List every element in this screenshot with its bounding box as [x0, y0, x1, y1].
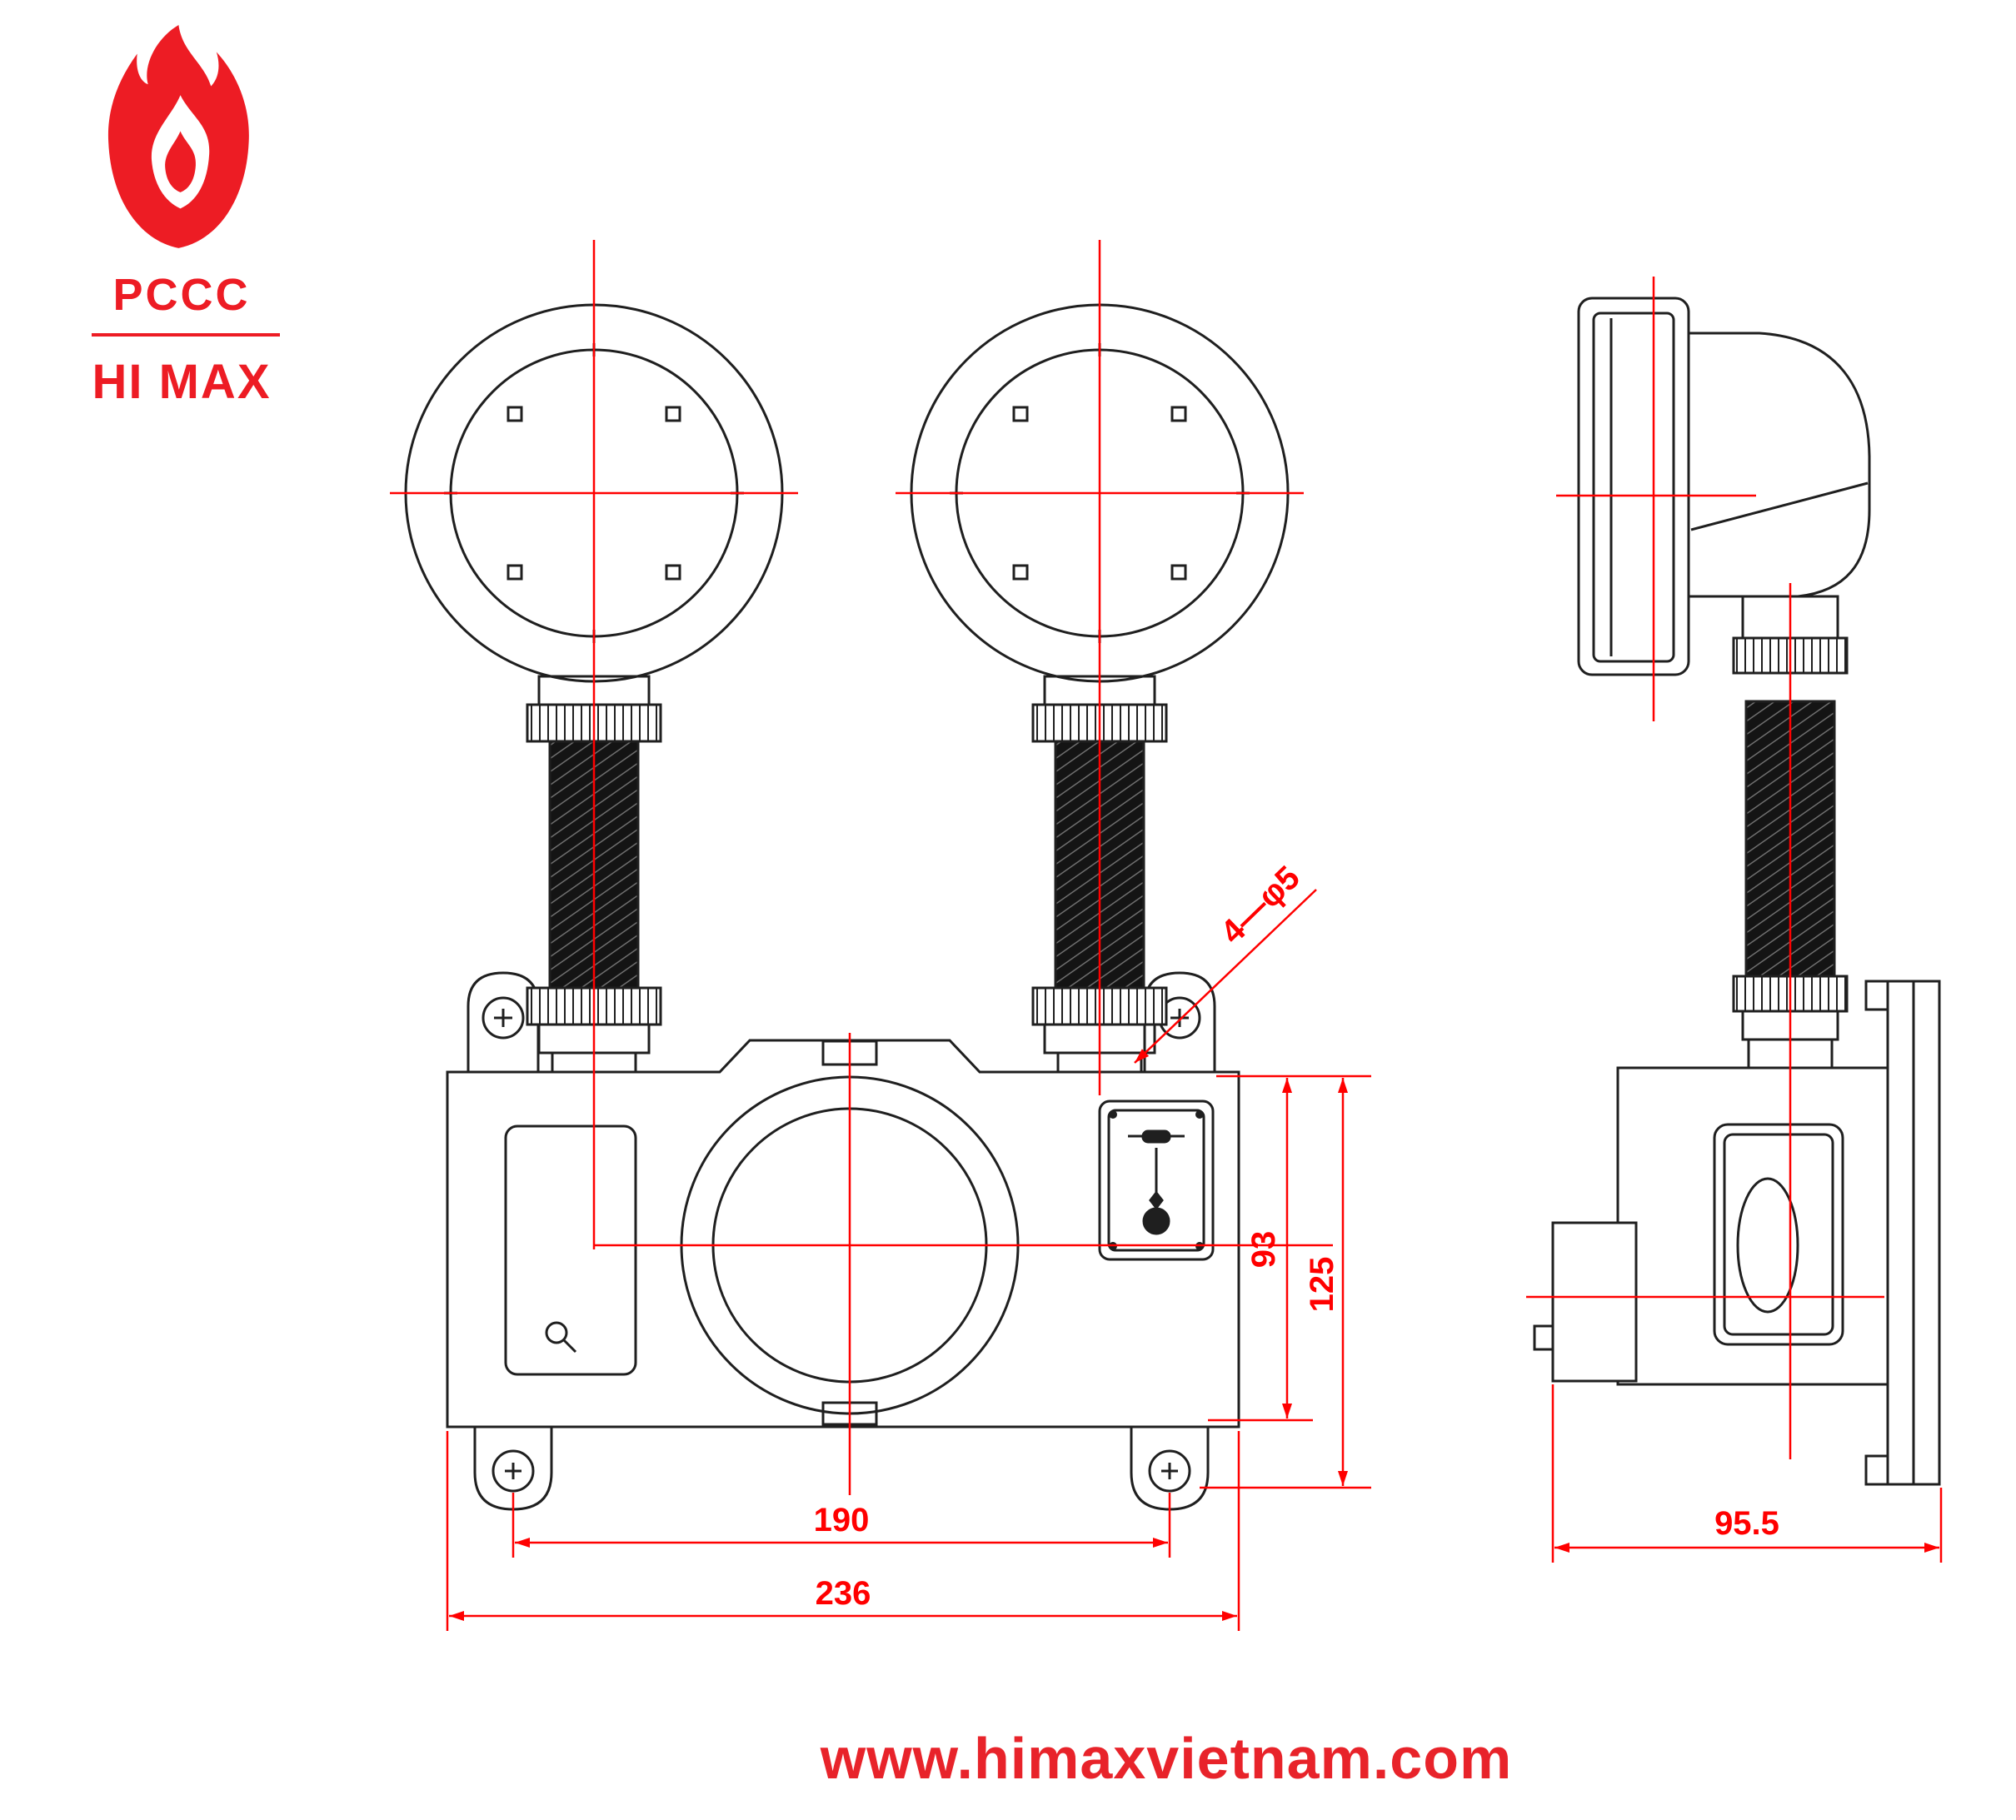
flame-icon — [107, 25, 249, 248]
dim-overall-height: 125 — [1304, 1257, 1340, 1313]
brand-line2: HI MAX — [92, 355, 272, 409]
side-view-drawing — [1533, 297, 1941, 1486]
brand-logo: PCCC HI MAX — [92, 25, 280, 409]
indicator-icon — [1128, 1129, 1185, 1144]
control-panel — [1098, 1099, 1215, 1261]
label-plate — [504, 1124, 637, 1376]
dim-side-depth: 95.5 — [1714, 1505, 1779, 1542]
dim-body-height: 93 — [1245, 1231, 1282, 1269]
centerlines — [390, 240, 1884, 1495]
front-view-drawing — [404, 303, 1290, 1511]
website-text: www.himaxvietnam.com — [820, 1726, 1512, 1791]
dim-overall-width: 236 — [816, 1575, 871, 1612]
magnifier-icon — [545, 1321, 577, 1354]
side-lamp-head — [1577, 297, 1871, 676]
body-outline — [446, 1039, 1240, 1429]
dim-mounting-width: 190 — [814, 1502, 870, 1538]
test-button-icon — [1142, 1190, 1170, 1235]
brand-line1: PCCC — [112, 270, 250, 320]
dim-hole-callout: 4—φ5 — [1214, 860, 1307, 951]
side-body — [1533, 980, 1941, 1486]
